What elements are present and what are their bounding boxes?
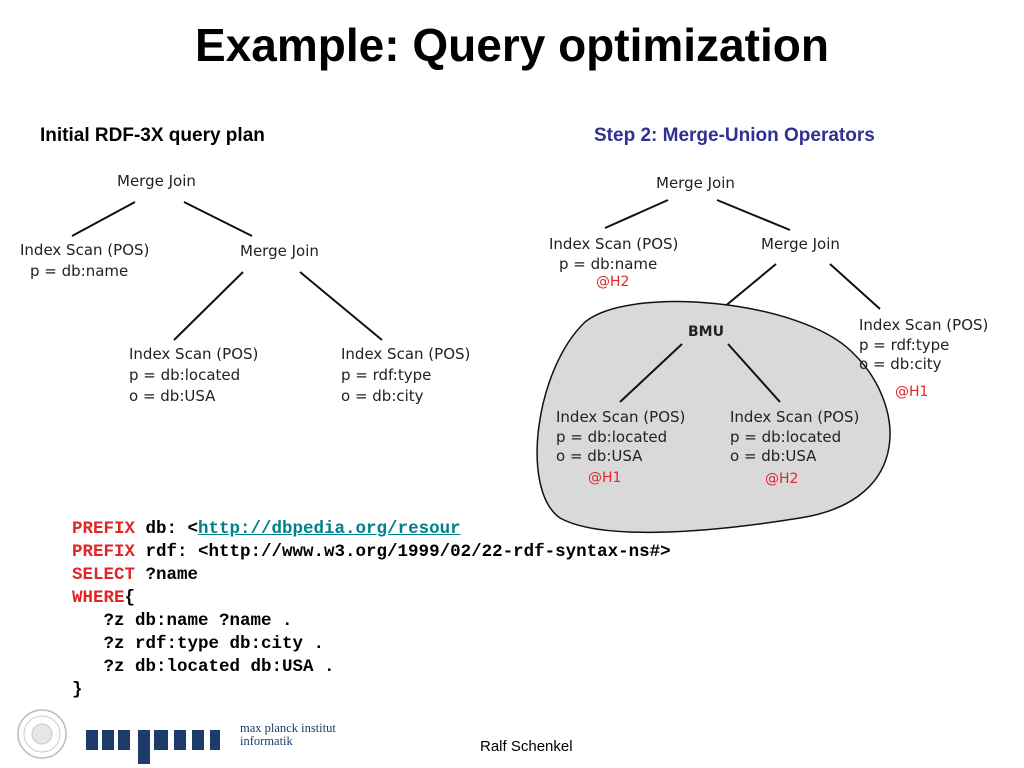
query-keyword: PREFIX [72, 519, 136, 539]
right-root-node: Merge Join [656, 174, 735, 192]
bmu-edges [619, 343, 781, 403]
query-line-5: ?z db:name ?name . [72, 611, 293, 631]
left-scan-type-l2: p = rdf:type [341, 366, 431, 384]
left-root-node: Merge Join [117, 172, 196, 190]
right-scan-type-l3: o = db:city [859, 355, 942, 373]
author-footer: Ralf Schenkel [480, 738, 573, 755]
left-tree-edges [71, 201, 383, 341]
bmu-scan-left-l2: p = db:located [556, 428, 667, 446]
right-join2-node: Merge Join [761, 235, 840, 253]
query-line-8: } [72, 680, 83, 700]
sparql-query: PREFIX db: <http://dbpedia.org/resour PR… [72, 518, 671, 702]
bmu-node: BMU [688, 324, 724, 340]
mpi-logo-text: max planck institut informatik [240, 722, 336, 748]
bmu-scan-right-l1: Index Scan (POS) [730, 408, 859, 426]
query-line-7: ?z db:located db:USA . [72, 657, 335, 677]
right-scan-name-tag: @H2 [596, 274, 629, 290]
query-line-6: ?z rdf:type db:city . [72, 634, 325, 654]
right-scan-name-l1: Index Scan (POS) [549, 235, 678, 253]
bmu-scan-right-l3: o = db:USA [730, 447, 817, 465]
left-scan-located-l3: o = db:USA [129, 387, 216, 405]
dbpedia-link[interactable]: http://dbpedia.org/resour [198, 519, 461, 539]
right-scan-type-tag: @H1 [895, 384, 928, 400]
right-scan-type-l2: p = rdf:type [859, 336, 949, 354]
left-scan-type-l3: o = db:city [341, 387, 424, 405]
query-keyword: PREFIX [72, 542, 136, 562]
left-scan-name-l1: Index Scan (POS) [20, 241, 149, 259]
query-text: rdf: <http://www.w3.org/1999/02/22-rdf-s… [135, 542, 671, 562]
query-line-4: WHERE{ [72, 587, 671, 610]
right-heading: Step 2: Merge-Union Operators [594, 125, 875, 146]
bmu-scan-right-l2: p = db:located [730, 428, 841, 446]
logo-line-2: informatik [240, 734, 293, 748]
query-text: { [124, 588, 136, 608]
left-heading: Initial RDF-3X query plan [40, 125, 265, 146]
left-scan-located-l1: Index Scan (POS) [129, 345, 258, 363]
bmu-scan-left-tag: @H1 [588, 470, 621, 486]
query-line-1: PREFIX db: <http://dbpedia.org/resour [72, 518, 671, 541]
right-scan-name-l2: p = db:name [559, 255, 657, 273]
query-keyword: SELECT [72, 565, 136, 585]
bmu-scan-right-tag: @H2 [765, 471, 798, 487]
query-line-3: SELECT ?name [72, 564, 671, 587]
query-line-2: PREFIX rdf: <http://www.w3.org/1999/02/2… [72, 541, 671, 564]
left-scan-type-l1: Index Scan (POS) [341, 345, 470, 363]
left-join2-node: Merge Join [240, 242, 319, 260]
query-text: ?name [135, 565, 199, 585]
logo-line-1: max planck institut [240, 721, 336, 735]
right-scan-type-l1: Index Scan (POS) [859, 316, 988, 334]
left-scan-located-l2: p = db:located [129, 366, 240, 384]
left-scan-name-l2: p = db:name [30, 262, 128, 280]
mpi-logo-icon [86, 730, 220, 764]
query-keyword: WHERE [72, 588, 125, 608]
bmu-scan-left-l3: o = db:USA [556, 447, 643, 465]
bmu-region [536, 300, 891, 534]
max-planck-seal-icon [17, 709, 67, 759]
bmu-scan-left-l1: Index Scan (POS) [556, 408, 685, 426]
slide-title: Example: Query optimization [195, 19, 829, 71]
query-text: db: < [135, 519, 199, 539]
